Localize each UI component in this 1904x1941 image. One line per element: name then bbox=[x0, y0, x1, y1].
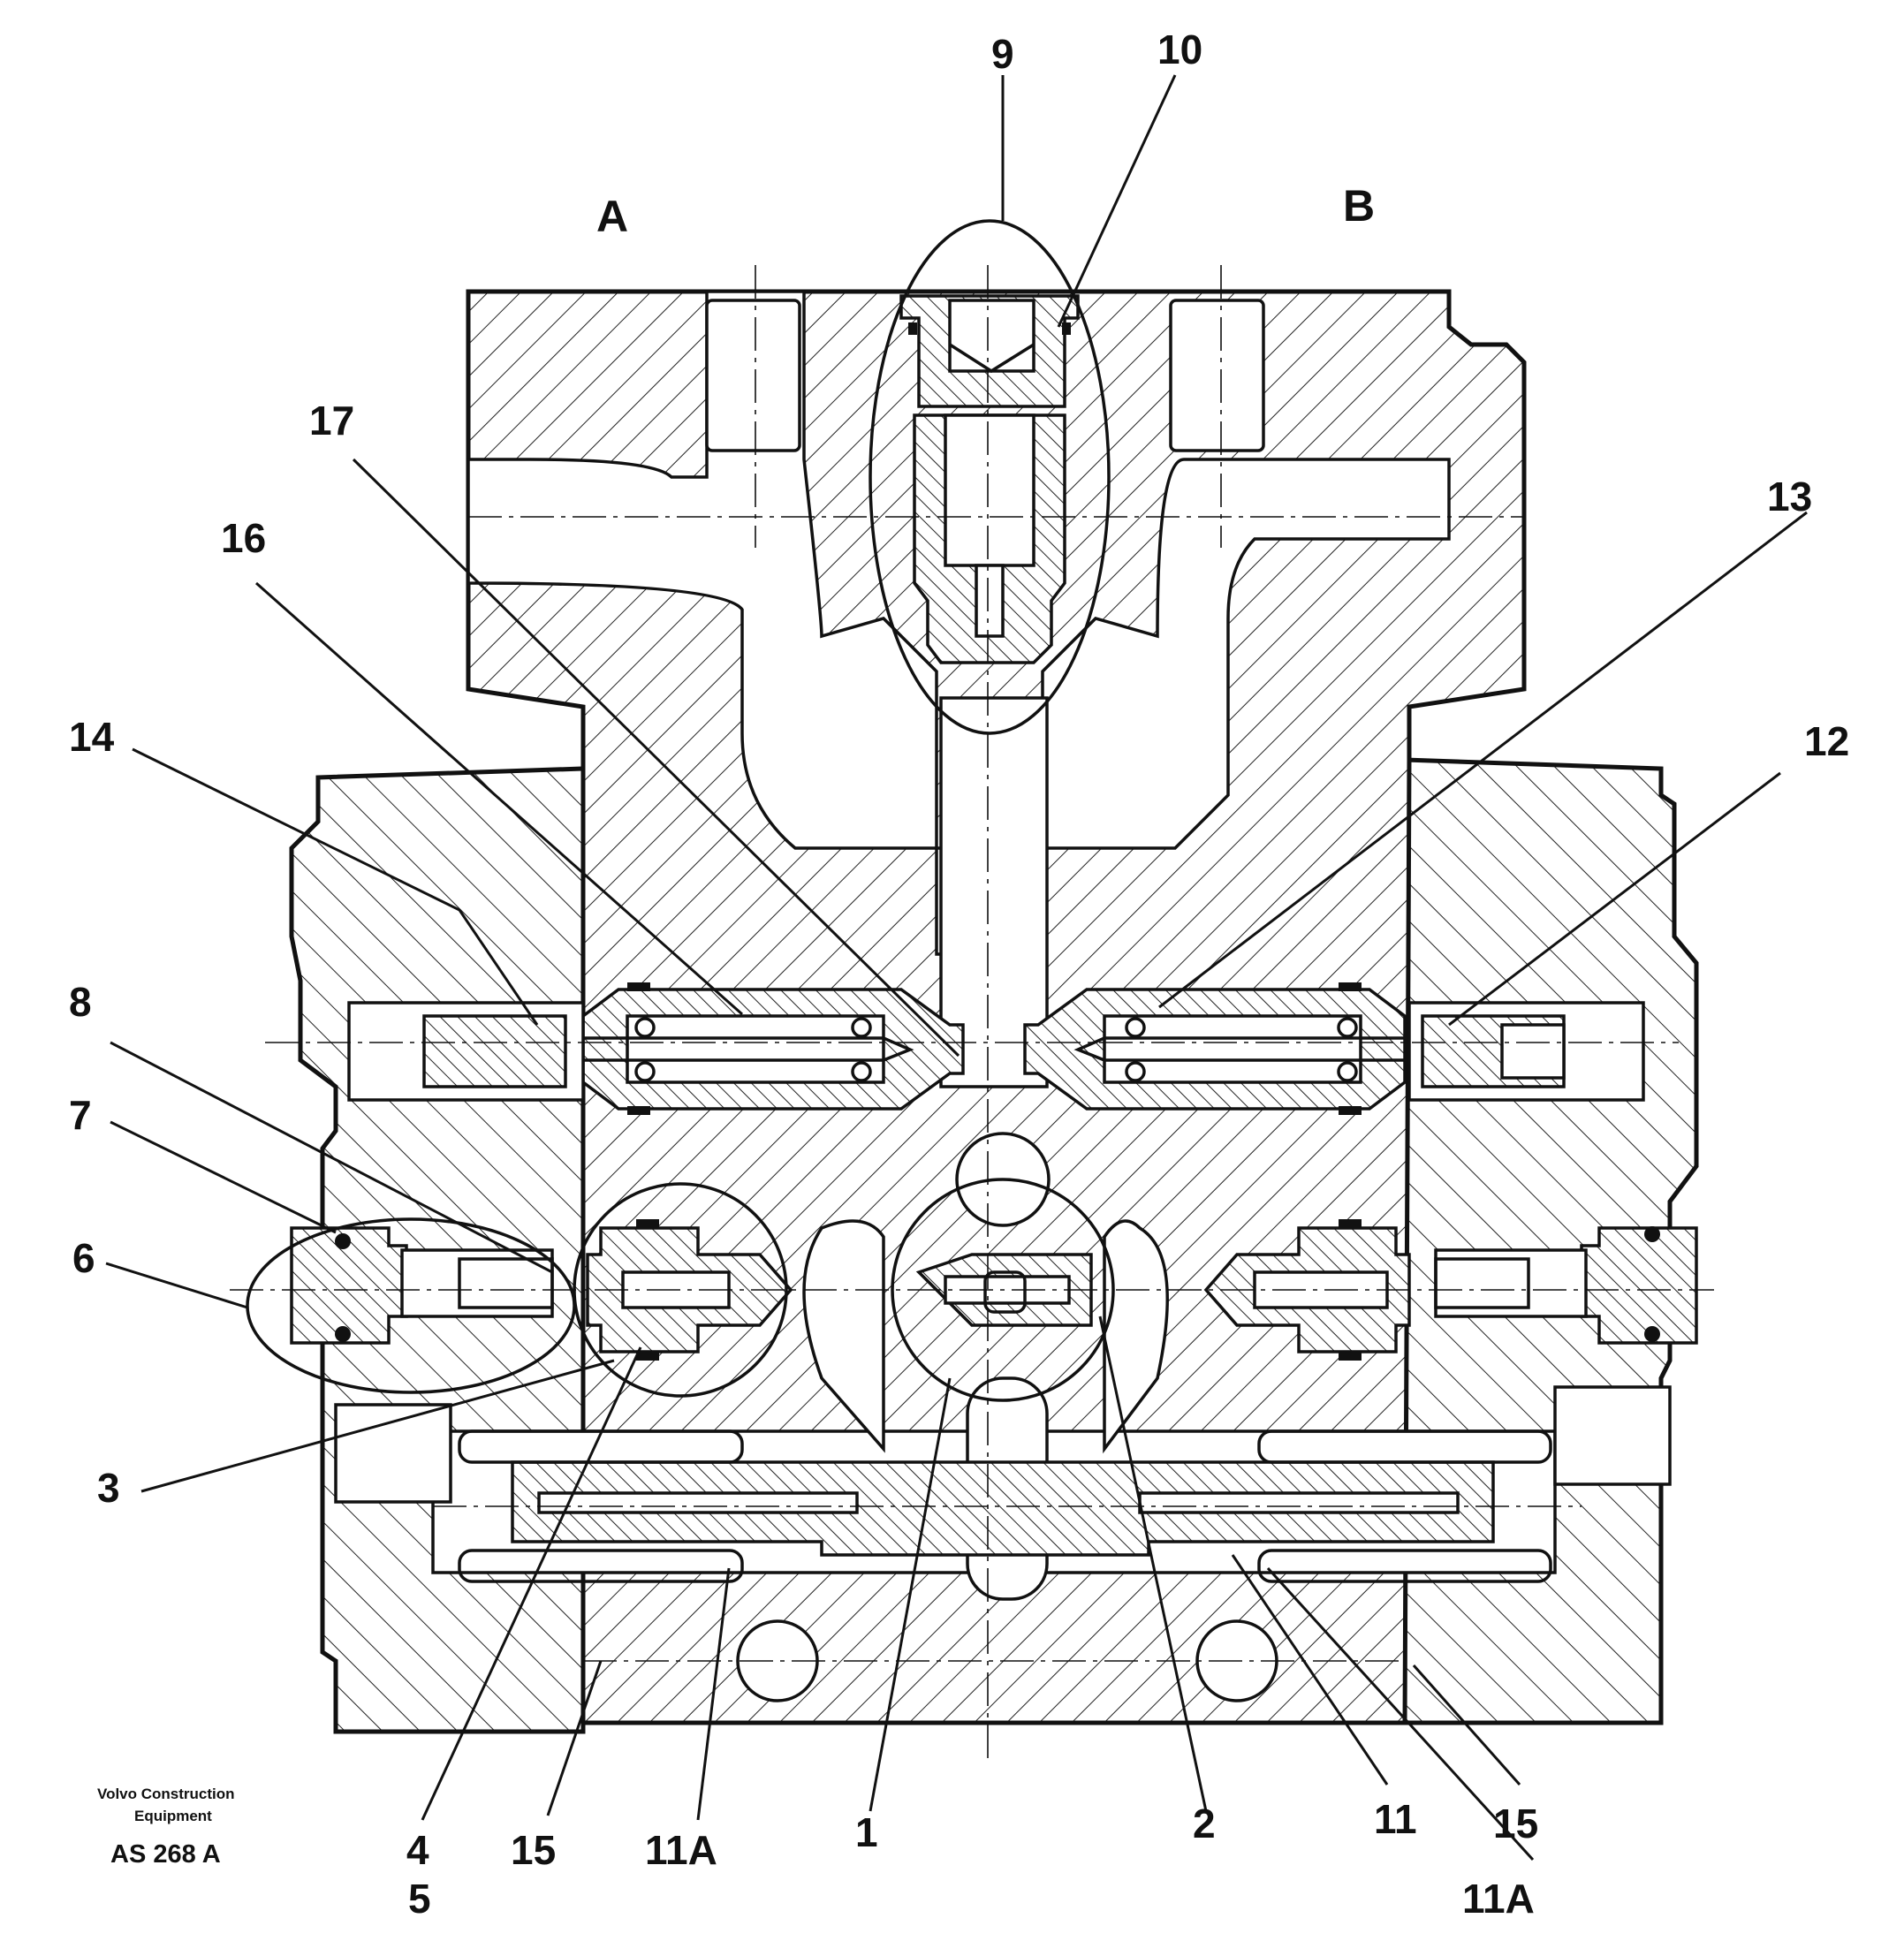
right-spool-cap bbox=[1553, 1385, 1672, 1486]
callout-15-right: 15 bbox=[1493, 1801, 1538, 1846]
check-valve-detail-circle bbox=[869, 219, 1111, 735]
callout-17: 17 bbox=[309, 398, 354, 444]
main-spool-assembly bbox=[334, 1385, 1672, 1583]
left-spool-cap bbox=[334, 1403, 452, 1504]
left-plug-bore bbox=[400, 1248, 554, 1318]
poppet-tip bbox=[975, 564, 1005, 638]
right-plug-bore bbox=[1434, 1248, 1588, 1318]
upper-right-spring-coil-d bbox=[1337, 1061, 1358, 1082]
left-lower-spring bbox=[458, 1549, 744, 1583]
callout-9: 9 bbox=[991, 31, 1014, 77]
middle-right-seal-top bbox=[1339, 1219, 1362, 1228]
callout-6: 6 bbox=[72, 1235, 95, 1281]
left-plug-seal-top bbox=[335, 1233, 351, 1249]
middle-left-seal-top bbox=[636, 1219, 659, 1228]
upper-left-spring-coil-d bbox=[851, 1061, 872, 1082]
right-lower-spring bbox=[1257, 1549, 1552, 1583]
center-lines bbox=[230, 265, 1714, 1758]
left-pilot-spring bbox=[458, 1257, 554, 1309]
callout-12: 12 bbox=[1804, 718, 1849, 764]
upper-right-seal-bottom bbox=[1339, 1106, 1362, 1115]
callout-11: 11 bbox=[1374, 1796, 1417, 1842]
upper-right-pilot bbox=[1023, 982, 1645, 1115]
callout-11a-left: 11A bbox=[645, 1827, 717, 1873]
spool-center-bore-left bbox=[537, 1491, 859, 1514]
left-plug-seal-bottom bbox=[335, 1326, 351, 1342]
upper-left-spring-coil-a bbox=[634, 1017, 656, 1038]
callout-14: 14 bbox=[69, 714, 115, 760]
middle-right-seal-bottom bbox=[1339, 1352, 1362, 1361]
right-plug-seal-top bbox=[1644, 1226, 1660, 1242]
upper-right-adjuster-bore bbox=[1500, 1023, 1566, 1080]
upper-right-spring-coil-a bbox=[1125, 1017, 1146, 1038]
seal-ring-top-left bbox=[908, 322, 917, 335]
upper-left-cover-plug bbox=[422, 1014, 567, 1088]
upper-right-spring-coil-b bbox=[1125, 1061, 1146, 1082]
upper-right-spring-bore bbox=[1103, 1014, 1362, 1084]
callout-7: 7 bbox=[69, 1092, 92, 1138]
callout-3: 3 bbox=[97, 1465, 120, 1511]
upper-left-seal-top bbox=[627, 982, 650, 991]
leader-lines bbox=[105, 74, 1808, 1861]
callout-4: 4 bbox=[406, 1827, 429, 1873]
poppet-spring-chamber bbox=[944, 413, 1035, 567]
upper-left-seal-bottom bbox=[627, 1106, 650, 1115]
spool-center-bore-right bbox=[1138, 1491, 1460, 1514]
upper-right-seal-top bbox=[1339, 982, 1362, 991]
port-a-bore bbox=[705, 299, 801, 452]
callout-2: 2 bbox=[1193, 1801, 1216, 1846]
port-a-label: A bbox=[596, 192, 628, 241]
callout-13: 13 bbox=[1767, 474, 1812, 519]
callout-16: 16 bbox=[221, 515, 266, 561]
main-spool bbox=[511, 1460, 1495, 1557]
center-check-detail-circle bbox=[891, 1178, 1115, 1402]
right-pilot-spring bbox=[1434, 1257, 1530, 1309]
right-upper-spring bbox=[1257, 1429, 1552, 1464]
credit-line-2: Equipment bbox=[134, 1808, 212, 1824]
figure-code: AS 268 A bbox=[110, 1840, 221, 1869]
upper-left-pilot bbox=[347, 982, 965, 1115]
center-check-spring bbox=[983, 1270, 1027, 1314]
callout-15-left: 15 bbox=[511, 1827, 556, 1873]
callout-5: 5 bbox=[408, 1876, 431, 1922]
right-plug-seal-bottom bbox=[1644, 1326, 1660, 1342]
callout-10: 10 bbox=[1157, 27, 1202, 72]
port-b-bore bbox=[1169, 299, 1265, 452]
middle-center-check-assembly bbox=[891, 1178, 1115, 1402]
upper-left-spring-coil-b bbox=[634, 1061, 656, 1082]
callout-11a-right: 11A bbox=[1462, 1876, 1535, 1922]
plug-socket bbox=[948, 299, 1035, 373]
teardrop-passage-left bbox=[802, 1219, 885, 1453]
middle-left-seal-bottom bbox=[636, 1352, 659, 1361]
upper-right-spring-coil-c bbox=[1337, 1017, 1358, 1038]
credit-line-1: Volvo Construction bbox=[97, 1786, 235, 1802]
right-end-plug bbox=[1580, 1226, 1698, 1345]
upper-left-spring-coil-c bbox=[851, 1017, 872, 1038]
callout-1: 1 bbox=[855, 1809, 878, 1855]
top-port-channel-a bbox=[467, 290, 1451, 974]
port-b-label: B bbox=[1343, 181, 1375, 231]
top-check-valve bbox=[869, 219, 1111, 735]
callout-8: 8 bbox=[69, 979, 92, 1025]
teardrop-passage-right bbox=[1103, 1219, 1169, 1454]
seal-ring-top-right bbox=[1062, 322, 1071, 335]
vertical-bore bbox=[939, 696, 1049, 1088]
upper-left-spring-bore bbox=[626, 1014, 885, 1084]
